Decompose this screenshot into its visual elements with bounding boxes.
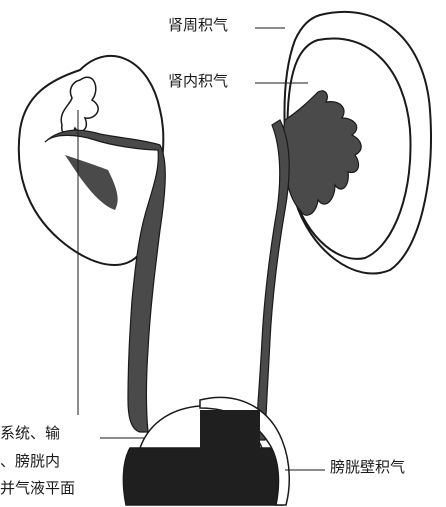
label-bladder-wall-gas: 膀胱壁积气 (330, 458, 405, 477)
label-collecting-line1: 系统、输 (0, 424, 60, 443)
label-collecting-line2: 、膀胱内 (0, 452, 60, 471)
label-collecting-line3: 并气液平面 (0, 479, 75, 498)
label-perirenal-gas: 肾周积气 (168, 16, 228, 35)
label-intrarenal-gas: 肾内积气 (168, 72, 228, 91)
bladder-fluid (123, 448, 282, 505)
right-ureter-gas (256, 120, 289, 440)
bladder-inner-dark-block (200, 410, 260, 450)
